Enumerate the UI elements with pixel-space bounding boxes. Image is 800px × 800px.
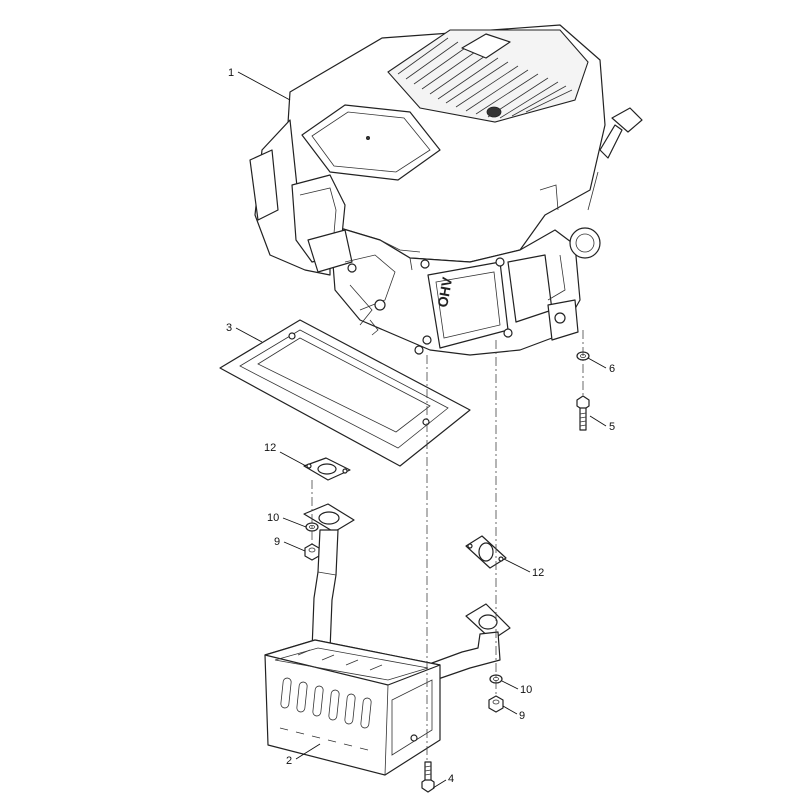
bolt-engine bbox=[576, 395, 590, 431]
callout-label-2: 2 bbox=[286, 755, 292, 767]
callout-3: 3 bbox=[226, 322, 263, 343]
assembly-centerlines bbox=[311, 330, 584, 762]
exhaust-gasket-right bbox=[465, 535, 507, 569]
callout-10-right: 10 bbox=[501, 680, 532, 696]
callout-4: 4 bbox=[432, 773, 454, 789]
callout-label-6: 6 bbox=[609, 363, 615, 375]
callout-9-right: 9 bbox=[502, 705, 525, 722]
muffler-assembly bbox=[264, 503, 511, 776]
callout-label-1: 1 bbox=[228, 67, 234, 79]
callout-label-3: 3 bbox=[226, 322, 232, 334]
callout-label-12-left: 12 bbox=[264, 442, 276, 454]
muffler-embossments bbox=[280, 677, 372, 729]
heat-shield-plate bbox=[219, 319, 471, 467]
engine: OHV bbox=[249, 24, 643, 356]
exhaust-gasket-left bbox=[303, 457, 351, 481]
callout-label-10-right: 10 bbox=[520, 684, 532, 696]
callout-6: 6 bbox=[587, 357, 615, 375]
engine-marking: OHV bbox=[434, 275, 455, 308]
nut-left bbox=[304, 543, 320, 561]
bolt-muffler bbox=[421, 761, 435, 793]
callout-9-left: 9 bbox=[274, 536, 306, 552]
callout-12-left: 12 bbox=[264, 442, 307, 467]
callout-label-9-right: 9 bbox=[519, 710, 525, 722]
callout-label-9-left: 9 bbox=[274, 536, 280, 548]
callout-label-12-right: 12 bbox=[532, 567, 544, 579]
callout-label-4: 4 bbox=[448, 773, 454, 785]
callout-12-right: 12 bbox=[503, 558, 544, 579]
callout-2: 2 bbox=[286, 743, 321, 767]
callout-10-left: 10 bbox=[267, 512, 307, 528]
callout-label-5: 5 bbox=[609, 421, 615, 433]
nut-right bbox=[488, 695, 504, 713]
callout-1: 1 bbox=[228, 67, 291, 101]
callout-5: 5 bbox=[589, 415, 615, 433]
callout-label-10-left: 10 bbox=[267, 512, 279, 524]
